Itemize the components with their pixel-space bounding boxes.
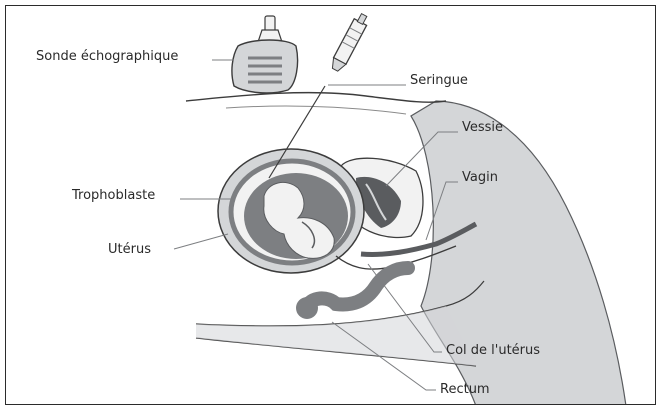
anatomy-illustration [6,6,656,405]
label-vessie: Vessie [462,120,503,136]
label-trophoblaste: Trophoblaste [72,188,155,204]
rectum [306,268,408,308]
label-uterus: Utérus [108,242,151,258]
label-sonde-echographique: Sonde échographique [36,49,178,65]
label-rectum: Rectum [440,382,490,398]
diagram-frame: Sonde échographique Seringue Vessie Vagi… [5,5,656,405]
syringe [329,12,370,73]
label-vagin: Vagin [462,170,498,186]
rectum-end [296,297,318,319]
label-seringue: Seringue [410,73,468,89]
abdominal-wall-inner [226,106,406,114]
label-col-de-l-uterus: Col de l'utérus [446,343,540,359]
lower-contour-fill [196,306,476,366]
